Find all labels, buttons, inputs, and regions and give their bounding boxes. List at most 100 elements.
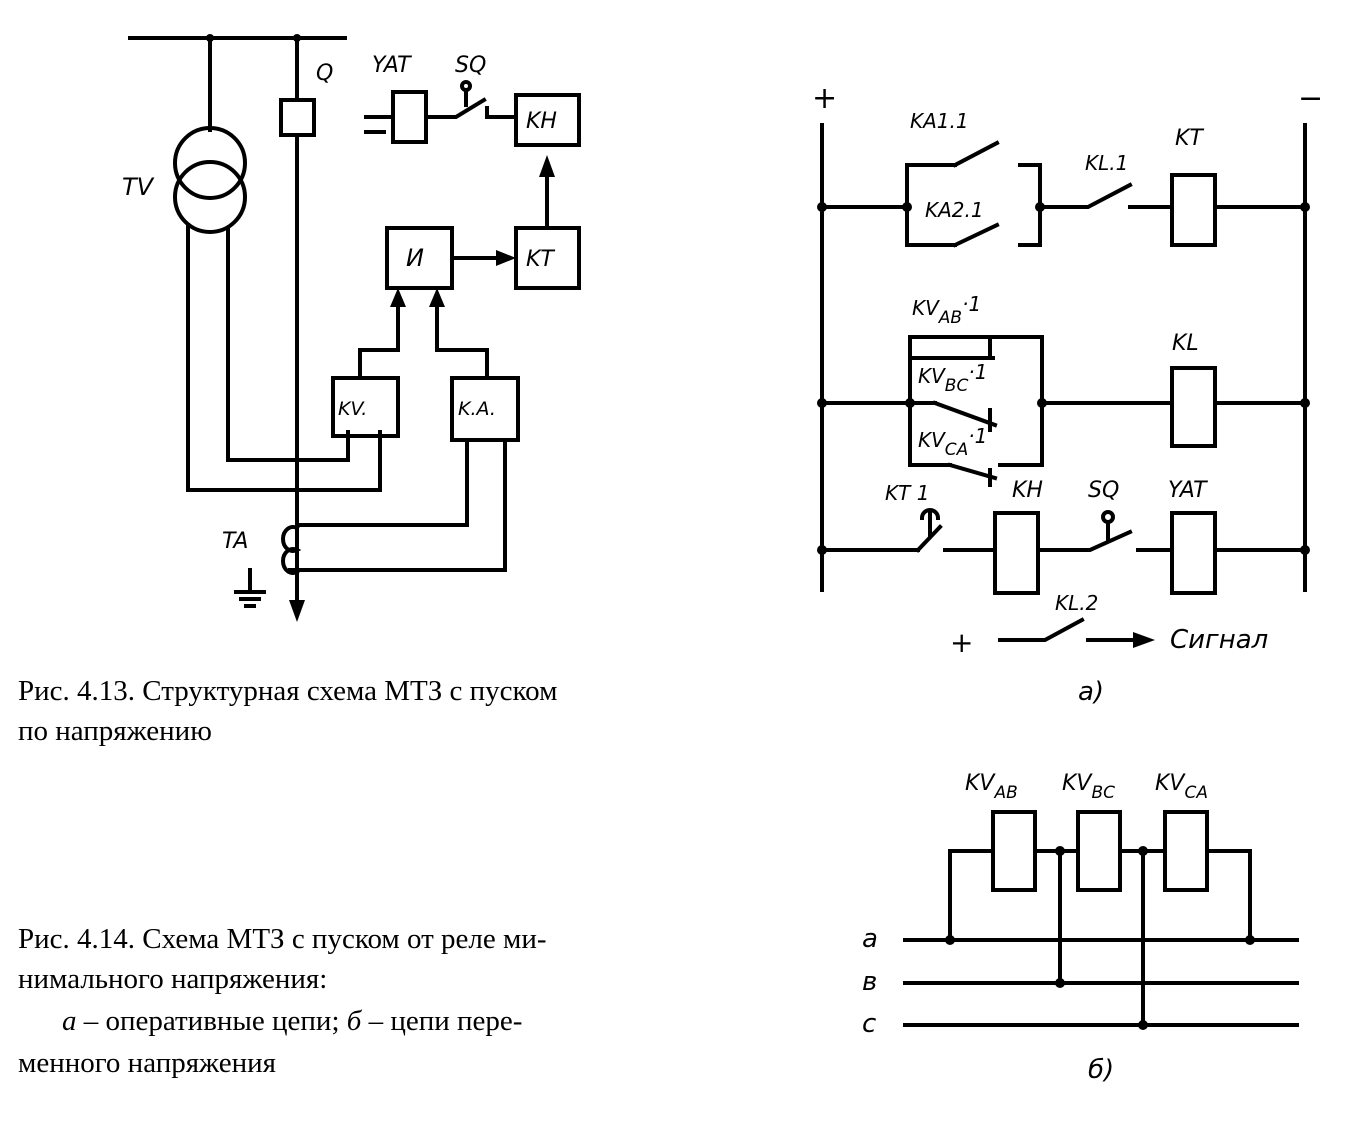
yat-coil [391,90,428,144]
arrow-head [429,288,445,307]
yat-label: YAT [1168,478,1208,503]
minus-sign: − [1298,81,1323,116]
signal-label: Сигнал [1170,625,1268,655]
kv-relay-bottom [331,400,400,438]
breaker-q [279,98,316,137]
tv-winding-primary [173,126,247,200]
phase-c-label: c [862,1009,876,1039]
kvca-contact [947,462,998,481]
kl2-label: KL.2 [1055,591,1098,615]
sq-label: SQ [1088,478,1119,503]
fig-4-14a: + − KA1.1 KA2.1 KL.1 KT KVAB·1 [812,81,1323,707]
arrow-head [496,250,516,266]
junction [1055,846,1065,856]
kh-label: KH [1012,478,1043,503]
kvab1-label: KVAB·1 [912,292,981,328]
ka-parallel-left [905,163,957,247]
tv-winding-secondary [173,160,247,234]
kl-label: KL [1172,331,1199,356]
kvbc-contact [932,400,998,428]
kv-relay-top [331,376,400,418]
and-label: И [406,244,424,272]
tv-lead-1 [186,223,382,492]
sq-lead [485,106,518,119]
q-label: Q [316,61,333,86]
kt-block [514,226,581,290]
fig-b-tag: б) [1088,1055,1114,1085]
tv-lead-2 [226,226,350,462]
ka21-contact [952,222,1000,248]
junction [1055,978,1065,988]
kvbc-coil [1076,810,1122,892]
kt1-contact [915,524,943,553]
kvca1-label: KVCA·1 [918,424,987,460]
caption-4-13-line1: Рис. 4.13. Структурная схема МТЗ с пуско… [18,675,557,707]
ka-label: K.A. [458,398,496,420]
junction [817,545,827,555]
caption-4-14-line3: а – оперативные цепи; б – цепи пере- [62,1005,522,1037]
kvbc1-label: KVBC·1 [918,360,987,396]
kt-coil [1170,173,1217,247]
caption-4-13-line2: по напряжению [18,715,212,747]
kvca-label: KVCA [1155,771,1208,803]
kv-label: KV. [338,398,367,420]
kt-label: KT [526,247,555,272]
junction [945,935,955,945]
kvab-label: KVAB [965,771,1018,803]
kv-output [358,303,400,380]
kh-label: KH [526,109,557,134]
yat-label: YAT [372,53,412,78]
caption-4-14-line1: Рис. 4.14. Схема МТЗ с пуском от реле ми… [18,923,547,955]
kvca-coil [1163,810,1209,892]
arrow-head [539,155,555,177]
kvbc-label: KVBC [1062,771,1115,803]
ka11-contact [952,140,1000,168]
junction [1300,398,1310,408]
kvab-coil [991,810,1037,892]
kv-parallel-right [998,335,1044,467]
ka-output [435,303,489,380]
ta-lead-2 [288,440,507,572]
yat-coil [1170,511,1217,595]
junction [1300,202,1310,212]
kh-block [514,93,581,147]
feeder-arrow [289,600,305,622]
caption-4-14-line2: нимального напряжения: [18,963,327,995]
ta-lead-1 [298,440,469,527]
phase-b-label: в [862,967,877,997]
and-element [385,226,454,290]
sq-contact [1036,529,1133,552]
kt-label: KT [1175,126,1204,151]
plus-sign: + [812,81,837,116]
signal-plus: + [950,626,973,659]
tv-label: TV [122,173,155,201]
ka-relay-bottom [450,400,520,442]
fig-4-14b: KVAB KVBC KVCA a в c б) [862,771,1299,1085]
kl1-label: KL.1 [1085,151,1128,175]
fig-a-tag: а) [1078,677,1104,707]
junction [1138,1020,1148,1030]
kv-parallel-left [908,335,952,467]
ta-coil [281,525,302,575]
kl2-contact [998,617,1085,642]
kl1-contact [1038,182,1133,209]
caption-4-14-line4: менного напряжения [18,1047,276,1079]
junction [817,398,827,408]
ka21-label: KA2.1 [925,198,984,222]
arrow-head [1133,632,1155,648]
kl-coil [1170,366,1217,448]
kt1-label: KT 1 [885,481,929,505]
phase-a-label: a [862,924,878,954]
junction [817,202,827,212]
fig-4-13: TV Q TA KV. K.A. И [122,34,581,622]
sq-contact [424,97,487,119]
junction [1245,935,1255,945]
ka11-label: KA1.1 [910,109,969,133]
kh-coil [993,511,1040,595]
junction [1138,846,1148,856]
junction [1300,545,1310,555]
sq-label: SQ [455,53,486,78]
arrow-head [390,288,406,307]
